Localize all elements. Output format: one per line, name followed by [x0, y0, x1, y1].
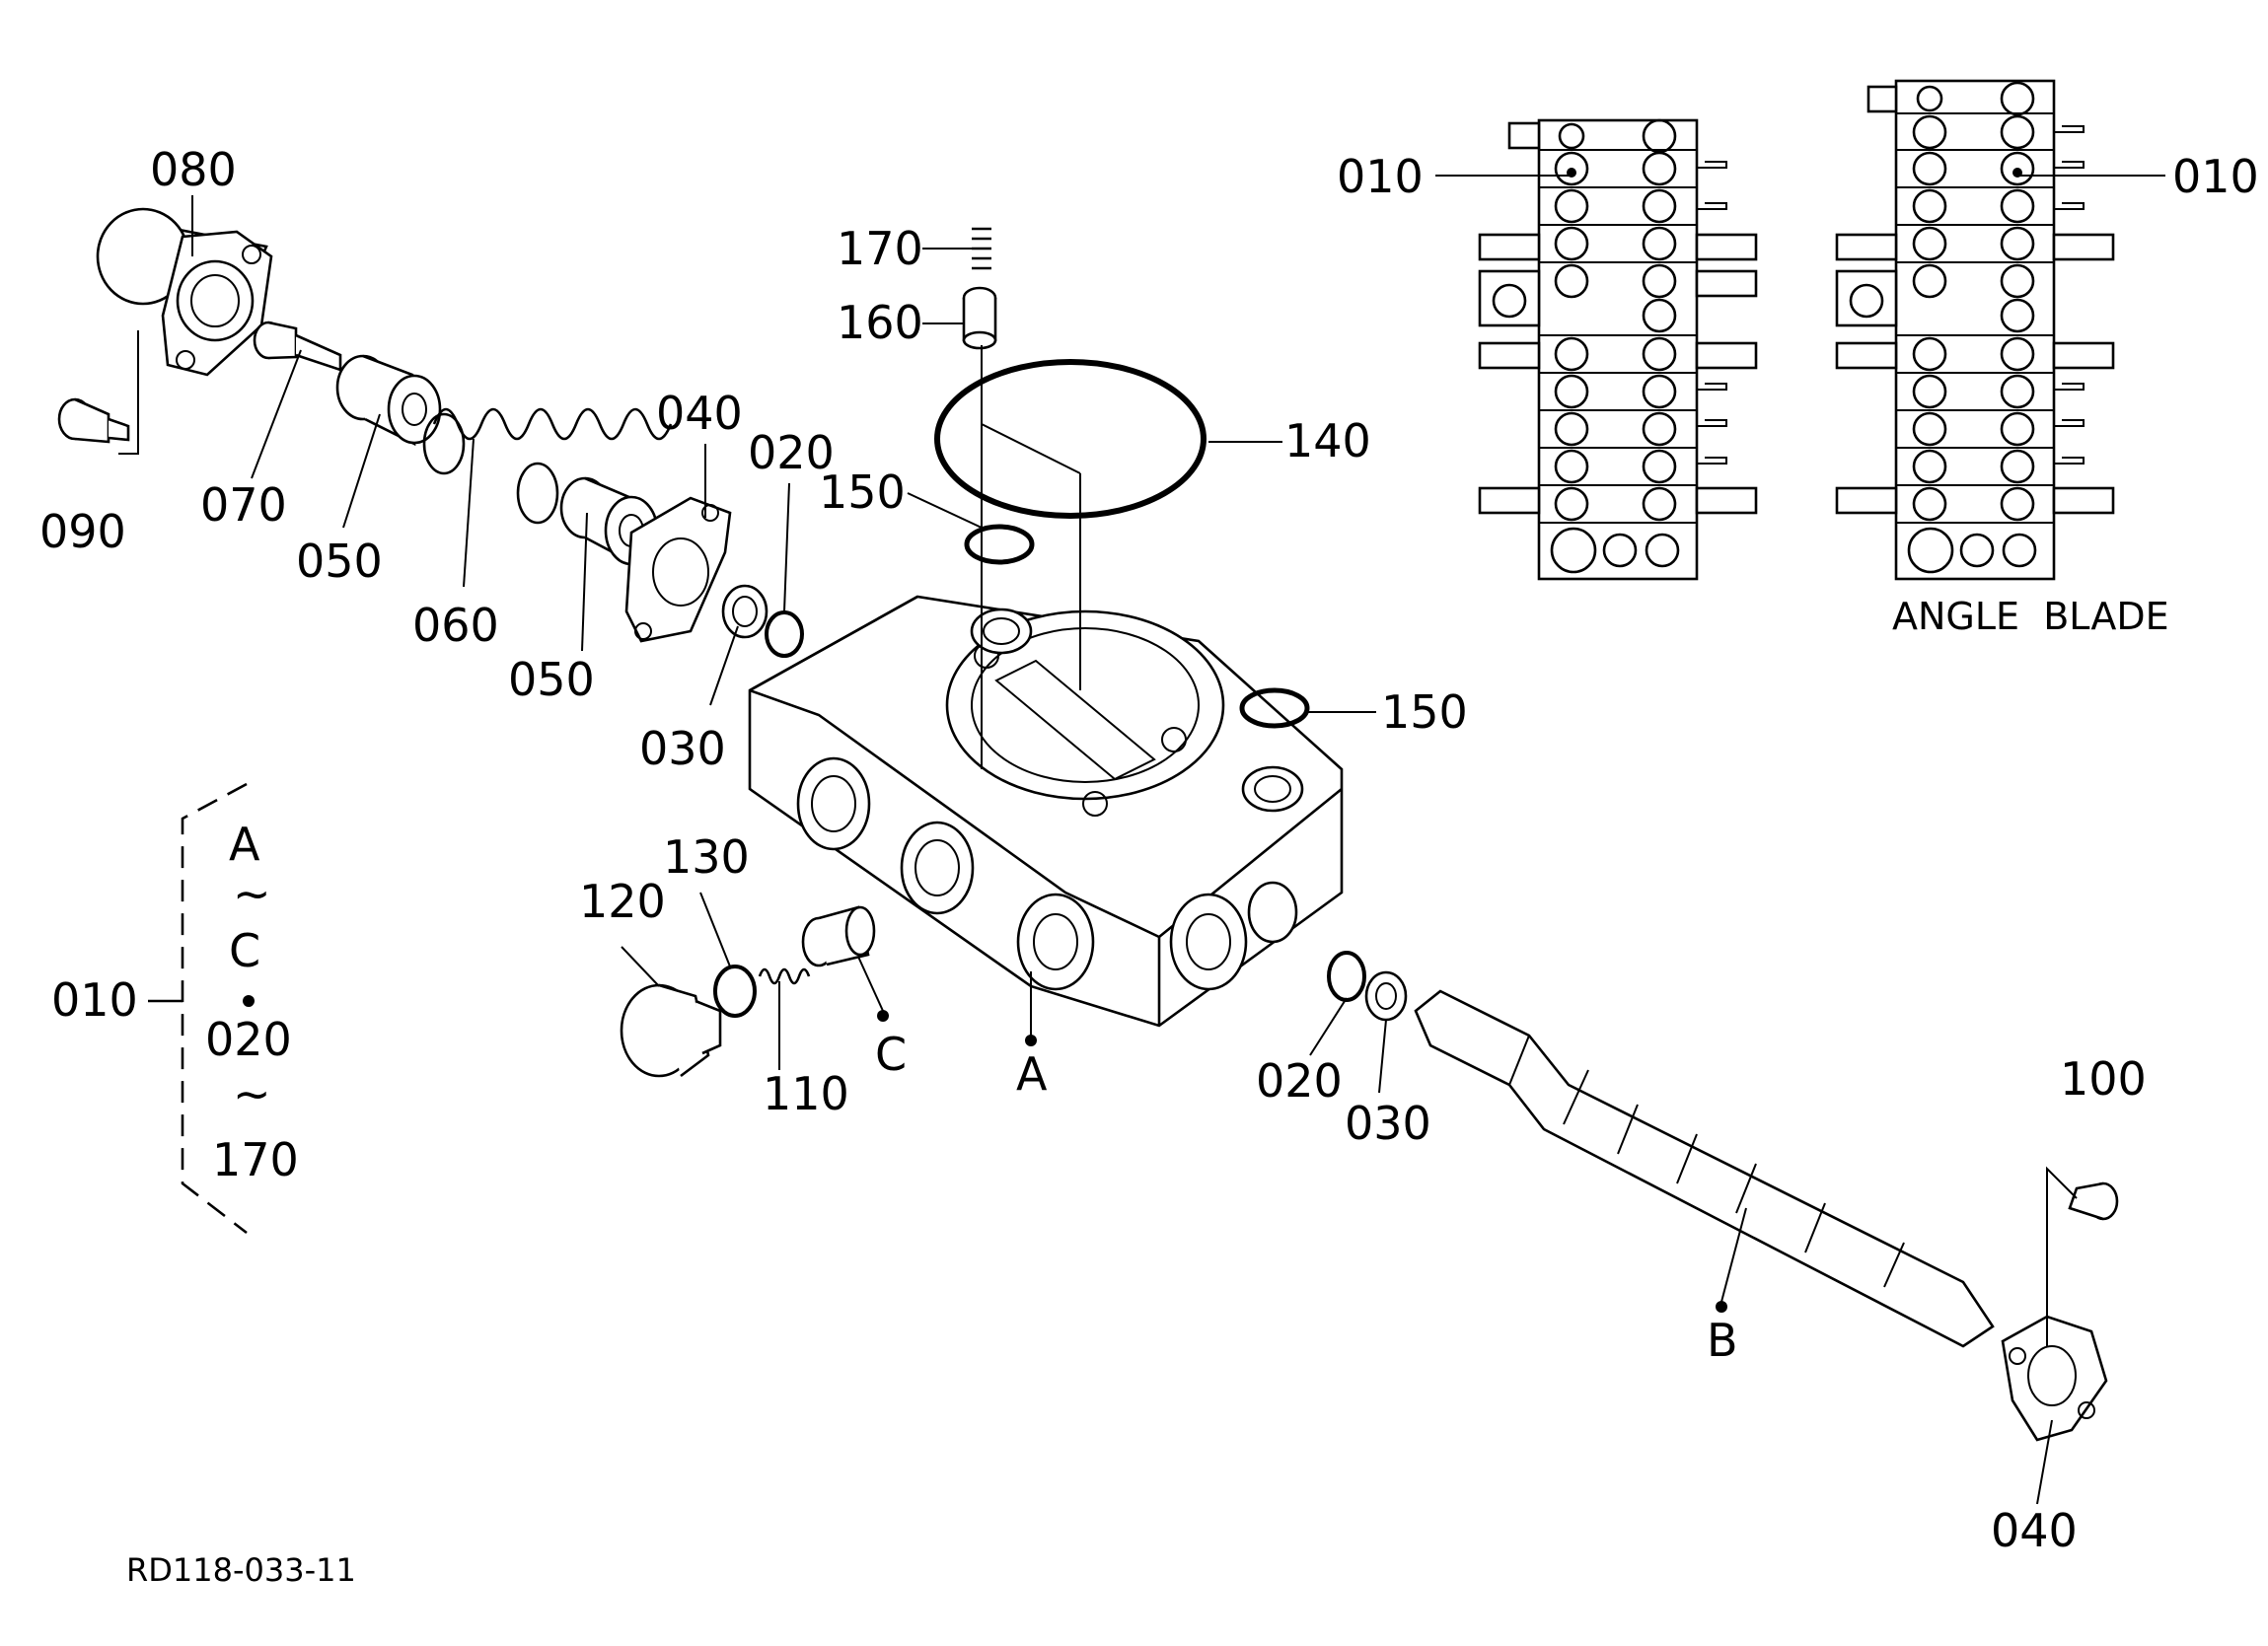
label-090: 090: [39, 505, 126, 558]
angle-blade-caption: ANGLE BLADE: [1892, 595, 2169, 638]
poppet-c: [801, 905, 876, 967]
oring-140: [934, 345, 1207, 769]
drawing-number: RD118-033-11: [126, 1551, 356, 1589]
oring-020-left: [765, 610, 804, 658]
valve-body: [748, 595, 1344, 1028]
bolt-100: [2068, 1181, 2119, 1221]
label-100: 100: [2060, 1052, 2147, 1106]
label-a: A: [1016, 1047, 1048, 1101]
spool-b: [1414, 989, 1995, 1348]
label-070: 070: [200, 478, 287, 532]
label-080: 080: [150, 143, 237, 196]
label-030-left: 030: [639, 722, 726, 775]
label-110: 110: [763, 1067, 849, 1120]
label-140: 140: [1284, 414, 1371, 467]
label-010-group: 010: [51, 973, 138, 1027]
label-120: 120: [579, 875, 666, 928]
label-150-upper: 150: [819, 465, 906, 519]
group-line-170: 170: [212, 1133, 299, 1186]
label-040-left: 040: [656, 387, 743, 440]
oring-130: [713, 965, 757, 1018]
label-030-right: 030: [1345, 1097, 1431, 1150]
label-020-left: 020: [748, 426, 835, 479]
label-130: 130: [663, 830, 750, 884]
backup-ring-030-right: [1364, 970, 1408, 1022]
poppet-070: [253, 321, 342, 372]
group-line-c: C: [229, 924, 260, 977]
backup-ring-030-left: [721, 584, 768, 639]
label-050-lower: 050: [508, 653, 595, 706]
valve-bank-schematic-right: [1835, 79, 2115, 581]
spring-170: [972, 227, 991, 270]
label-060: 060: [412, 599, 499, 652]
label-150-right: 150: [1381, 685, 1468, 739]
group-bracket: [148, 782, 255, 1235]
plug-160: [962, 286, 997, 350]
sleeve-050-upper: [335, 354, 442, 447]
group-tilde-2: ~: [233, 1067, 271, 1120]
label-c: C: [875, 1028, 907, 1081]
bolt-090: [57, 397, 130, 444]
flange-040-right: [2001, 1315, 2108, 1442]
flange-040-left: [624, 496, 732, 643]
group-line-a: A: [229, 818, 260, 871]
oring-150-upper: [964, 524, 1035, 565]
oring-020-right: [1327, 951, 1366, 1002]
label-160: 160: [837, 296, 923, 349]
label-170: 170: [837, 222, 923, 275]
group-line-020: 020: [205, 1013, 292, 1066]
label-010-right-bank: 010: [2172, 150, 2259, 203]
label-040-right: 040: [1991, 1504, 2078, 1557]
leader-lines: [118, 175, 2165, 1505]
relief-cap-080: [96, 207, 273, 377]
plug-120: [620, 983, 722, 1078]
oring-150-right: [1239, 687, 1310, 729]
valve-bank-schematic-left: [1478, 118, 1758, 581]
label-b: B: [1707, 1314, 1738, 1367]
spring-110: [758, 967, 811, 985]
spring-060: [422, 407, 673, 525]
label-020-right: 020: [1256, 1054, 1343, 1108]
label-010-left-bank: 010: [1337, 150, 1424, 203]
label-050-upper: 050: [296, 535, 383, 588]
group-tilde-1: ~: [233, 867, 271, 920]
